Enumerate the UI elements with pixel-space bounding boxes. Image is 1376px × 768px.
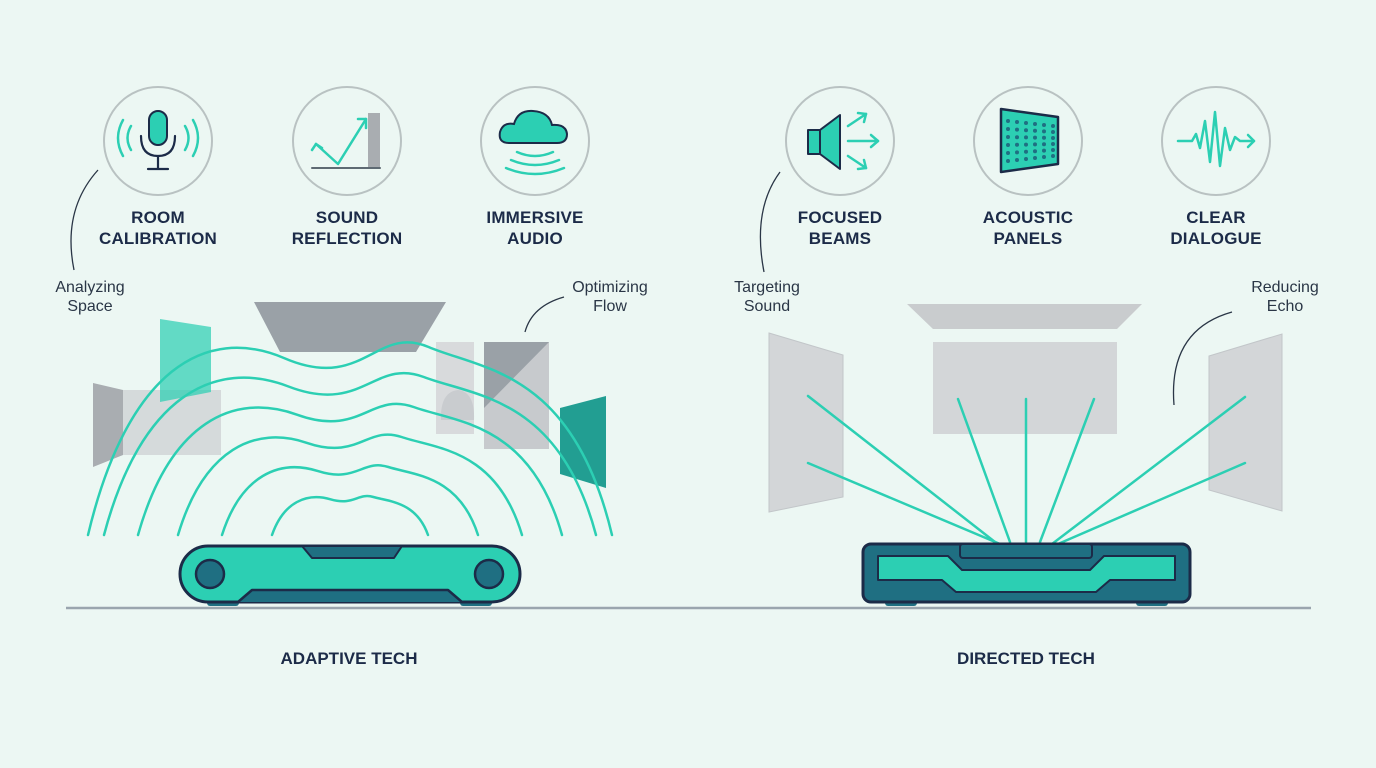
directed-beams: [806, 394, 1247, 546]
label-focused-beams: FOCUSED BEAMS: [797, 208, 883, 248]
panel-dot: [1033, 135, 1037, 140]
panel-dot: [1033, 156, 1037, 160]
teal-panel-right: [560, 396, 606, 488]
panel-dot: [1033, 142, 1037, 147]
panel-dot: [1006, 143, 1010, 147]
waveform-icon: [1176, 110, 1256, 168]
teal-panel-left: [160, 319, 211, 402]
left-side-panel: [93, 383, 123, 467]
leader-reducing-echo: [1172, 311, 1233, 406]
back-panel-shape: [440, 390, 475, 420]
acoustic-panel-icon: [999, 107, 1060, 174]
label-immersive-audio: IMMERSIVE AUDIO: [486, 208, 584, 248]
icon-clear-dialogue: [1161, 86, 1271, 196]
panel-dot: [1042, 142, 1046, 147]
directed-soundbar: [861, 542, 1192, 606]
panel-dot: [1042, 129, 1046, 134]
panel-dot: [1006, 119, 1010, 123]
panel-dot: [1042, 123, 1046, 127]
title-adaptive-tech: ADAPTIVE TECH: [280, 649, 418, 668]
adaptive-soundbar: [178, 544, 522, 606]
adaptive-sound-waves: [86, 341, 614, 537]
soundbar-driver-right: [473, 558, 505, 590]
left-wall-panel: [768, 332, 844, 513]
cloud-icon: [498, 109, 569, 176]
right-gray-panel-shade: [484, 342, 549, 408]
sound-wave-2: [220, 464, 480, 537]
right-wall-panel: [1208, 333, 1283, 512]
annotation-reducing-echo: Reducing Echo: [1251, 279, 1319, 315]
sound-wave-5: [102, 371, 598, 537]
panel-dot: [1006, 135, 1010, 139]
panel-dot: [1015, 150, 1019, 155]
icon-immersive-audio: [480, 86, 590, 196]
leader-targeting-sound: [759, 171, 781, 273]
icon-acoustic-panels: [973, 86, 1083, 196]
panel-dot: [1015, 135, 1019, 140]
panel-dot: [1051, 148, 1055, 152]
panel-dot: [1024, 142, 1028, 147]
panel-dot: [1051, 136, 1055, 140]
sound-wave-6: [86, 341, 614, 537]
panel-dot: [1006, 127, 1010, 131]
panel-dot: [1006, 159, 1010, 163]
panel-dot: [1024, 128, 1028, 133]
leader-analyzing-space: [70, 169, 99, 271]
ceiling-panel: [907, 304, 1142, 329]
microphone-icon: [116, 110, 200, 171]
reflection-icon: [310, 113, 381, 169]
panel-dot: [1033, 149, 1037, 154]
panel-dot: [1024, 135, 1028, 140]
title-directed-tech: DIRECTED TECH: [957, 649, 1095, 668]
panel-dot: [1006, 151, 1010, 155]
label-clear-dialogue: CLEAR DIALOGUE: [1170, 208, 1262, 248]
annotation-analyzing-space: Analyzing Space: [55, 279, 125, 315]
panel-dot: [1024, 121, 1028, 125]
panel-dot: [1024, 149, 1028, 154]
leader-optimizing-flow: [524, 296, 565, 333]
label-sound-reflection: SOUND REFLECTION: [291, 208, 403, 248]
icon-sound-reflection: [292, 86, 402, 196]
panel-dot: [1042, 155, 1046, 159]
directed-scene: [768, 304, 1283, 546]
annotation-optimizing-flow: Optimizing Flow: [572, 279, 648, 315]
panel-dot: [1051, 142, 1055, 146]
icon-room-calibration: [103, 86, 213, 196]
speaker-beams-icon: [807, 111, 880, 171]
panel-dot: [1015, 158, 1019, 162]
icon-focused-beams: [785, 86, 895, 196]
label-room-calibration: ROOM CALIBRATION: [98, 208, 218, 248]
panel-dot: [1042, 135, 1046, 140]
label-acoustic-panels: ACOUSTIC PANELS: [982, 208, 1074, 248]
sound-wave-1: [270, 494, 430, 537]
soundbar-driver-left: [194, 558, 226, 590]
panel-dot: [1015, 127, 1019, 132]
back-panel-left: [123, 390, 221, 455]
sound-wave-4: [136, 402, 564, 537]
panel-dot: [1051, 130, 1055, 134]
panel-dot: [1033, 122, 1037, 126]
panel-dot: [1042, 148, 1046, 153]
panel-dot: [1051, 124, 1055, 128]
panel-dot: [1051, 154, 1055, 158]
panel-dot: [1033, 128, 1037, 133]
panel-dot: [1015, 120, 1019, 124]
annotation-leaders: [70, 169, 1233, 406]
sound-wave-3: [176, 433, 524, 537]
adaptive-scene: [86, 302, 614, 537]
panel-dot: [1015, 142, 1019, 147]
annotation-targeting-sound: Targeting Sound: [734, 279, 800, 315]
panel-dot: [1024, 157, 1028, 161]
ceiling-reflector: [254, 302, 446, 352]
